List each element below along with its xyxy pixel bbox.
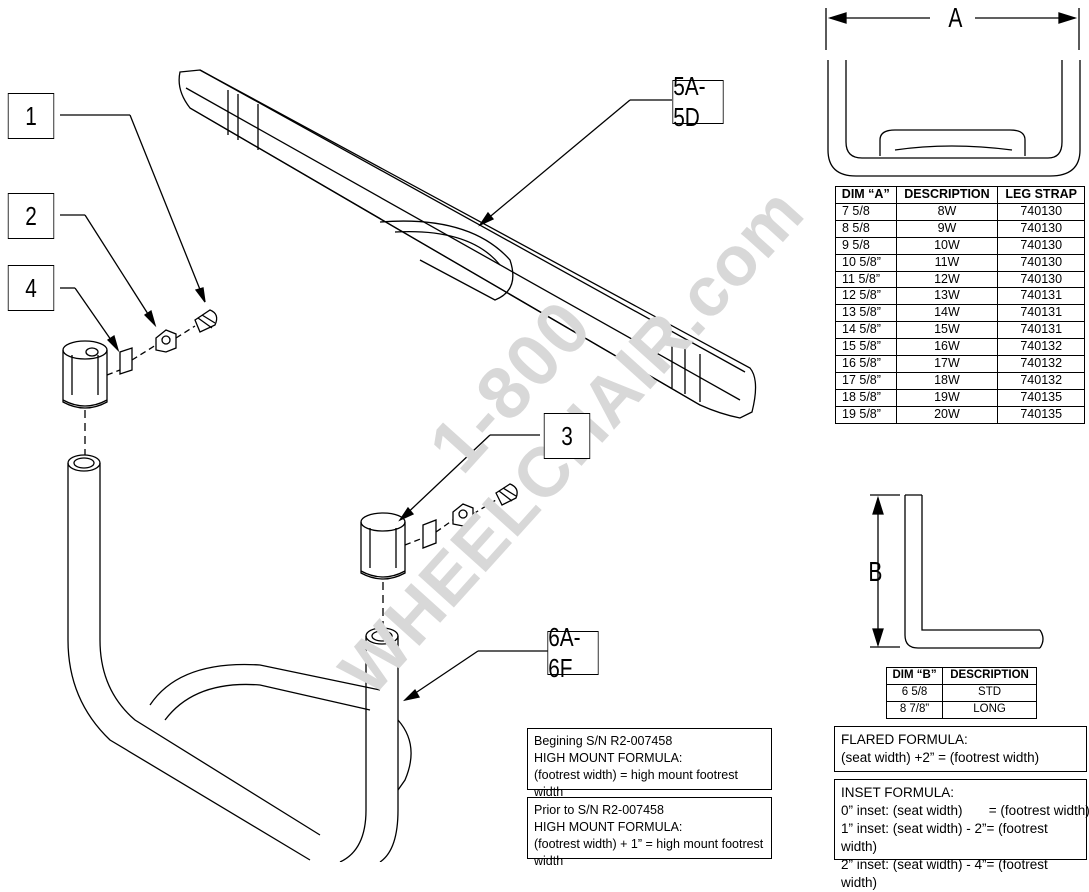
description-cell: 10W [895, 236, 999, 255]
leg-strap-cell: 740132 [997, 355, 1085, 373]
dim-a-header-leg-strap: LEG STRAP [997, 186, 1085, 204]
description-cell: 17W [895, 355, 999, 373]
description-cell: 8W [895, 202, 999, 221]
flared-formula-note: FLARED FORMULA: (seat width) +2” = (foot… [834, 726, 1087, 772]
description-cell: 16W [895, 338, 999, 357]
leg-strap-cell: 740130 [997, 202, 1085, 221]
dim-cell: 13 5/8” [835, 304, 897, 323]
leader-lines [60, 99, 672, 702]
begining-formula-note: Begining S/N R2-007458 HIGH MOUNT FORMUL… [527, 728, 772, 799]
dim-cell: 11 5/8” [835, 270, 897, 289]
callout-3: 3 [543, 413, 591, 459]
dim-cell: 19 5/8” [835, 405, 897, 424]
dim-b-detail [870, 494, 1044, 649]
dim-cell: 14 5/8” [835, 321, 897, 340]
leg-strap-cell: 740132 [997, 338, 1085, 357]
leg-strap-cell: 740130 [997, 236, 1085, 255]
dim-b-header-description: DESCRIPTION [942, 667, 1037, 685]
callout-5a-5d: 5A-5D [672, 71, 724, 132]
leg-strap-cell: 740135 [997, 405, 1085, 424]
description-cell: 19W [895, 388, 999, 407]
callout-6a-6f: 6A-6F [547, 622, 599, 683]
description-cell: 14W [895, 304, 999, 323]
note-line: (footrest width) = high mount footrest w… [534, 768, 738, 799]
description-cell: LONG [942, 700, 1037, 719]
note-line: INSET FORMULA: [841, 785, 955, 800]
dim-cell: 18 5/8” [835, 388, 897, 407]
dim-a-table-header: DIM “A” DESCRIPTION LEG STRAP [835, 186, 1085, 204]
dim-cell: 17 5/8” [835, 371, 897, 390]
dim-a-label: A [948, 2, 963, 33]
dim-cell: 10 5/8” [835, 253, 897, 272]
dim-cell: 15 5/8” [835, 338, 897, 357]
description-cell: 13W [895, 287, 999, 306]
leg-strap-cell: 740130 [997, 270, 1085, 289]
note-line: HIGH MOUNT FORMULA: [534, 751, 683, 765]
upper-clamp-drawing [62, 309, 218, 455]
description-cell: 9W [895, 219, 999, 238]
note-line: Prior to S/N R2-007458 [534, 803, 664, 817]
prior-formula-note: Prior to S/N R2-007458 HIGH MOUNT FORMUL… [527, 797, 772, 868]
leg-strap-cell: 740130 [997, 219, 1085, 238]
dim-cell: 8 5/8 [835, 219, 897, 238]
note-line: (footrest width) + 1” = high mount footr… [534, 837, 764, 868]
dim-cell: 8 7/8” [885, 700, 944, 719]
note-line: FLARED FORMULA: [841, 732, 968, 747]
description-cell: 20W [895, 405, 999, 424]
dim-b-header-dim: DIM “B” [885, 667, 944, 685]
table-row: 8 7/8”LONG [885, 700, 1037, 719]
dim-a-header-dim: DIM “A” [835, 186, 897, 204]
description-cell: 15W [895, 321, 999, 340]
dim-cell: 16 5/8” [835, 355, 897, 373]
leg-strap-cell: 740131 [997, 304, 1085, 323]
inset-formula-note: INSET FORMULA: 0” inset: (seat width) = … [834, 779, 1089, 890]
note-line: 0” inset: (seat width) = (footrest width… [841, 803, 1089, 818]
leg-strap-cell: 740131 [997, 287, 1085, 306]
leg-strap-cell: 740131 [997, 321, 1085, 340]
leg-strap-cell: 740130 [997, 253, 1085, 272]
footplate-drawing [178, 69, 757, 419]
note-line: 2” inset: (seat width) - 4”= (footrest w… [841, 857, 1048, 890]
leg-strap-cell: 740135 [997, 388, 1085, 407]
note-line: (seat width) +2” = (footrest width) [841, 750, 1040, 765]
dim-cell: 7 5/8 [835, 202, 897, 221]
dim-cell: 12 5/8” [835, 287, 897, 306]
description-cell: 18W [895, 371, 999, 390]
leg-strap-cell: 740132 [997, 371, 1085, 390]
hanger-tube-drawing [67, 454, 412, 862]
dim-a-header-description: DESCRIPTION [895, 186, 999, 204]
callout-4: 4 [7, 265, 55, 311]
note-line: 1” inset: (seat width) - 2”= (footrest w… [841, 821, 1048, 854]
note-line: HIGH MOUNT FORMULA: [534, 820, 683, 834]
note-line: Begining S/N R2-007458 [534, 734, 673, 748]
callout-2: 2 [7, 193, 55, 239]
dim-b-table-header: DIM “B” DESCRIPTION [885, 667, 1037, 685]
dim-a-detail [825, 8, 1081, 177]
callout-1: 1 [7, 93, 55, 139]
dim-cell: 6 5/8 [885, 683, 944, 702]
lower-clamp-drawing [360, 483, 518, 628]
dim-cell: 9 5/8 [835, 236, 897, 255]
description-cell: 12W [895, 270, 999, 289]
description-cell: 11W [895, 253, 999, 272]
description-cell: STD [942, 683, 1037, 702]
dim-b-label: B [868, 556, 883, 587]
parts-diagram [60, 8, 1081, 862]
